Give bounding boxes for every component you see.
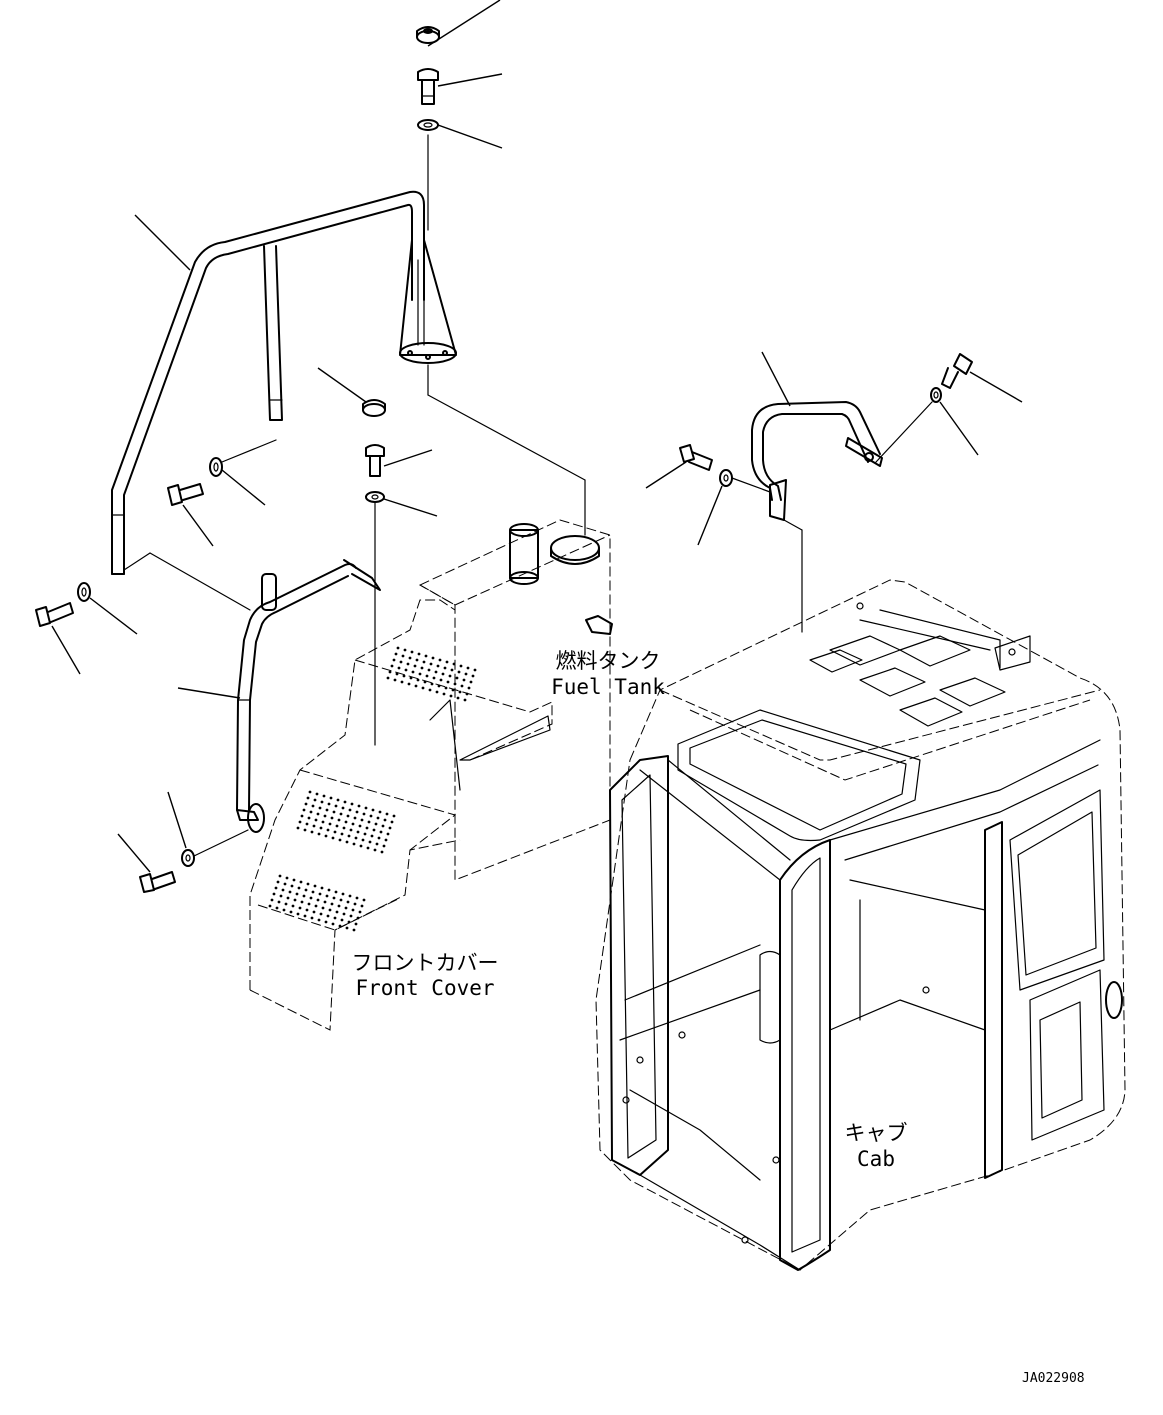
assembly-line — [221, 439, 277, 463]
leader-line — [969, 371, 1023, 403]
leader-line — [177, 687, 241, 699]
nut — [362, 399, 386, 417]
assembly-line — [731, 477, 771, 493]
perforation-grid — [296, 790, 396, 854]
leader-line — [939, 401, 979, 456]
assembly-line — [149, 552, 251, 611]
washer — [365, 491, 385, 503]
top-bolt — [417, 68, 439, 105]
leader-line — [427, 0, 501, 47]
leader-line — [697, 485, 723, 546]
bolt — [35, 602, 74, 627]
leader-line — [645, 461, 687, 489]
large-handrail — [111, 190, 457, 575]
perforation-grid — [386, 646, 477, 702]
bolt — [679, 444, 713, 471]
front-cover — [249, 599, 553, 1031]
cab-handrail — [751, 401, 883, 521]
leader-line — [182, 504, 214, 547]
leader-line — [437, 73, 503, 87]
washer — [719, 469, 733, 487]
fuel-tank-label-en: Fuel Tank — [551, 675, 665, 699]
leader-line — [134, 214, 191, 271]
leader-line — [383, 449, 433, 467]
bolt — [167, 483, 204, 506]
washer — [209, 457, 223, 477]
leader-line — [437, 124, 503, 149]
leader-line — [89, 597, 138, 635]
cab-label-en: Cab — [857, 1147, 895, 1171]
bolt — [941, 353, 973, 389]
front-cover-label-en: Front Cover — [355, 976, 495, 1000]
top-washer — [417, 119, 439, 131]
assembly-line — [427, 394, 586, 481]
leader-line — [761, 351, 791, 407]
cab — [595, 579, 1126, 1271]
assembly-line — [193, 829, 249, 857]
washer — [930, 387, 942, 403]
cab-label-jp: キャブ — [844, 1121, 908, 1145]
leader-line — [317, 367, 367, 403]
assembly-line — [783, 519, 803, 531]
drawing-code: JA022908 — [1022, 1371, 1085, 1386]
leader-line — [221, 469, 266, 506]
perforation-grid — [268, 874, 366, 932]
bolt — [365, 444, 385, 477]
top-nut — [416, 26, 440, 44]
leader-line — [383, 498, 438, 517]
front-handrail — [236, 559, 381, 833]
washer — [181, 849, 195, 867]
bolt — [139, 871, 176, 893]
fuel-tank — [418, 519, 613, 881]
leader-line — [51, 625, 81, 675]
leader-line — [167, 791, 187, 849]
front-cover-label-jp: フロントカバー — [351, 951, 499, 975]
leader-line — [117, 833, 151, 873]
assembly-line — [875, 401, 933, 463]
assembly-line — [123, 552, 151, 571]
washer — [77, 582, 91, 602]
fuel-tank-label-jp: 燃料タンク — [555, 649, 661, 673]
